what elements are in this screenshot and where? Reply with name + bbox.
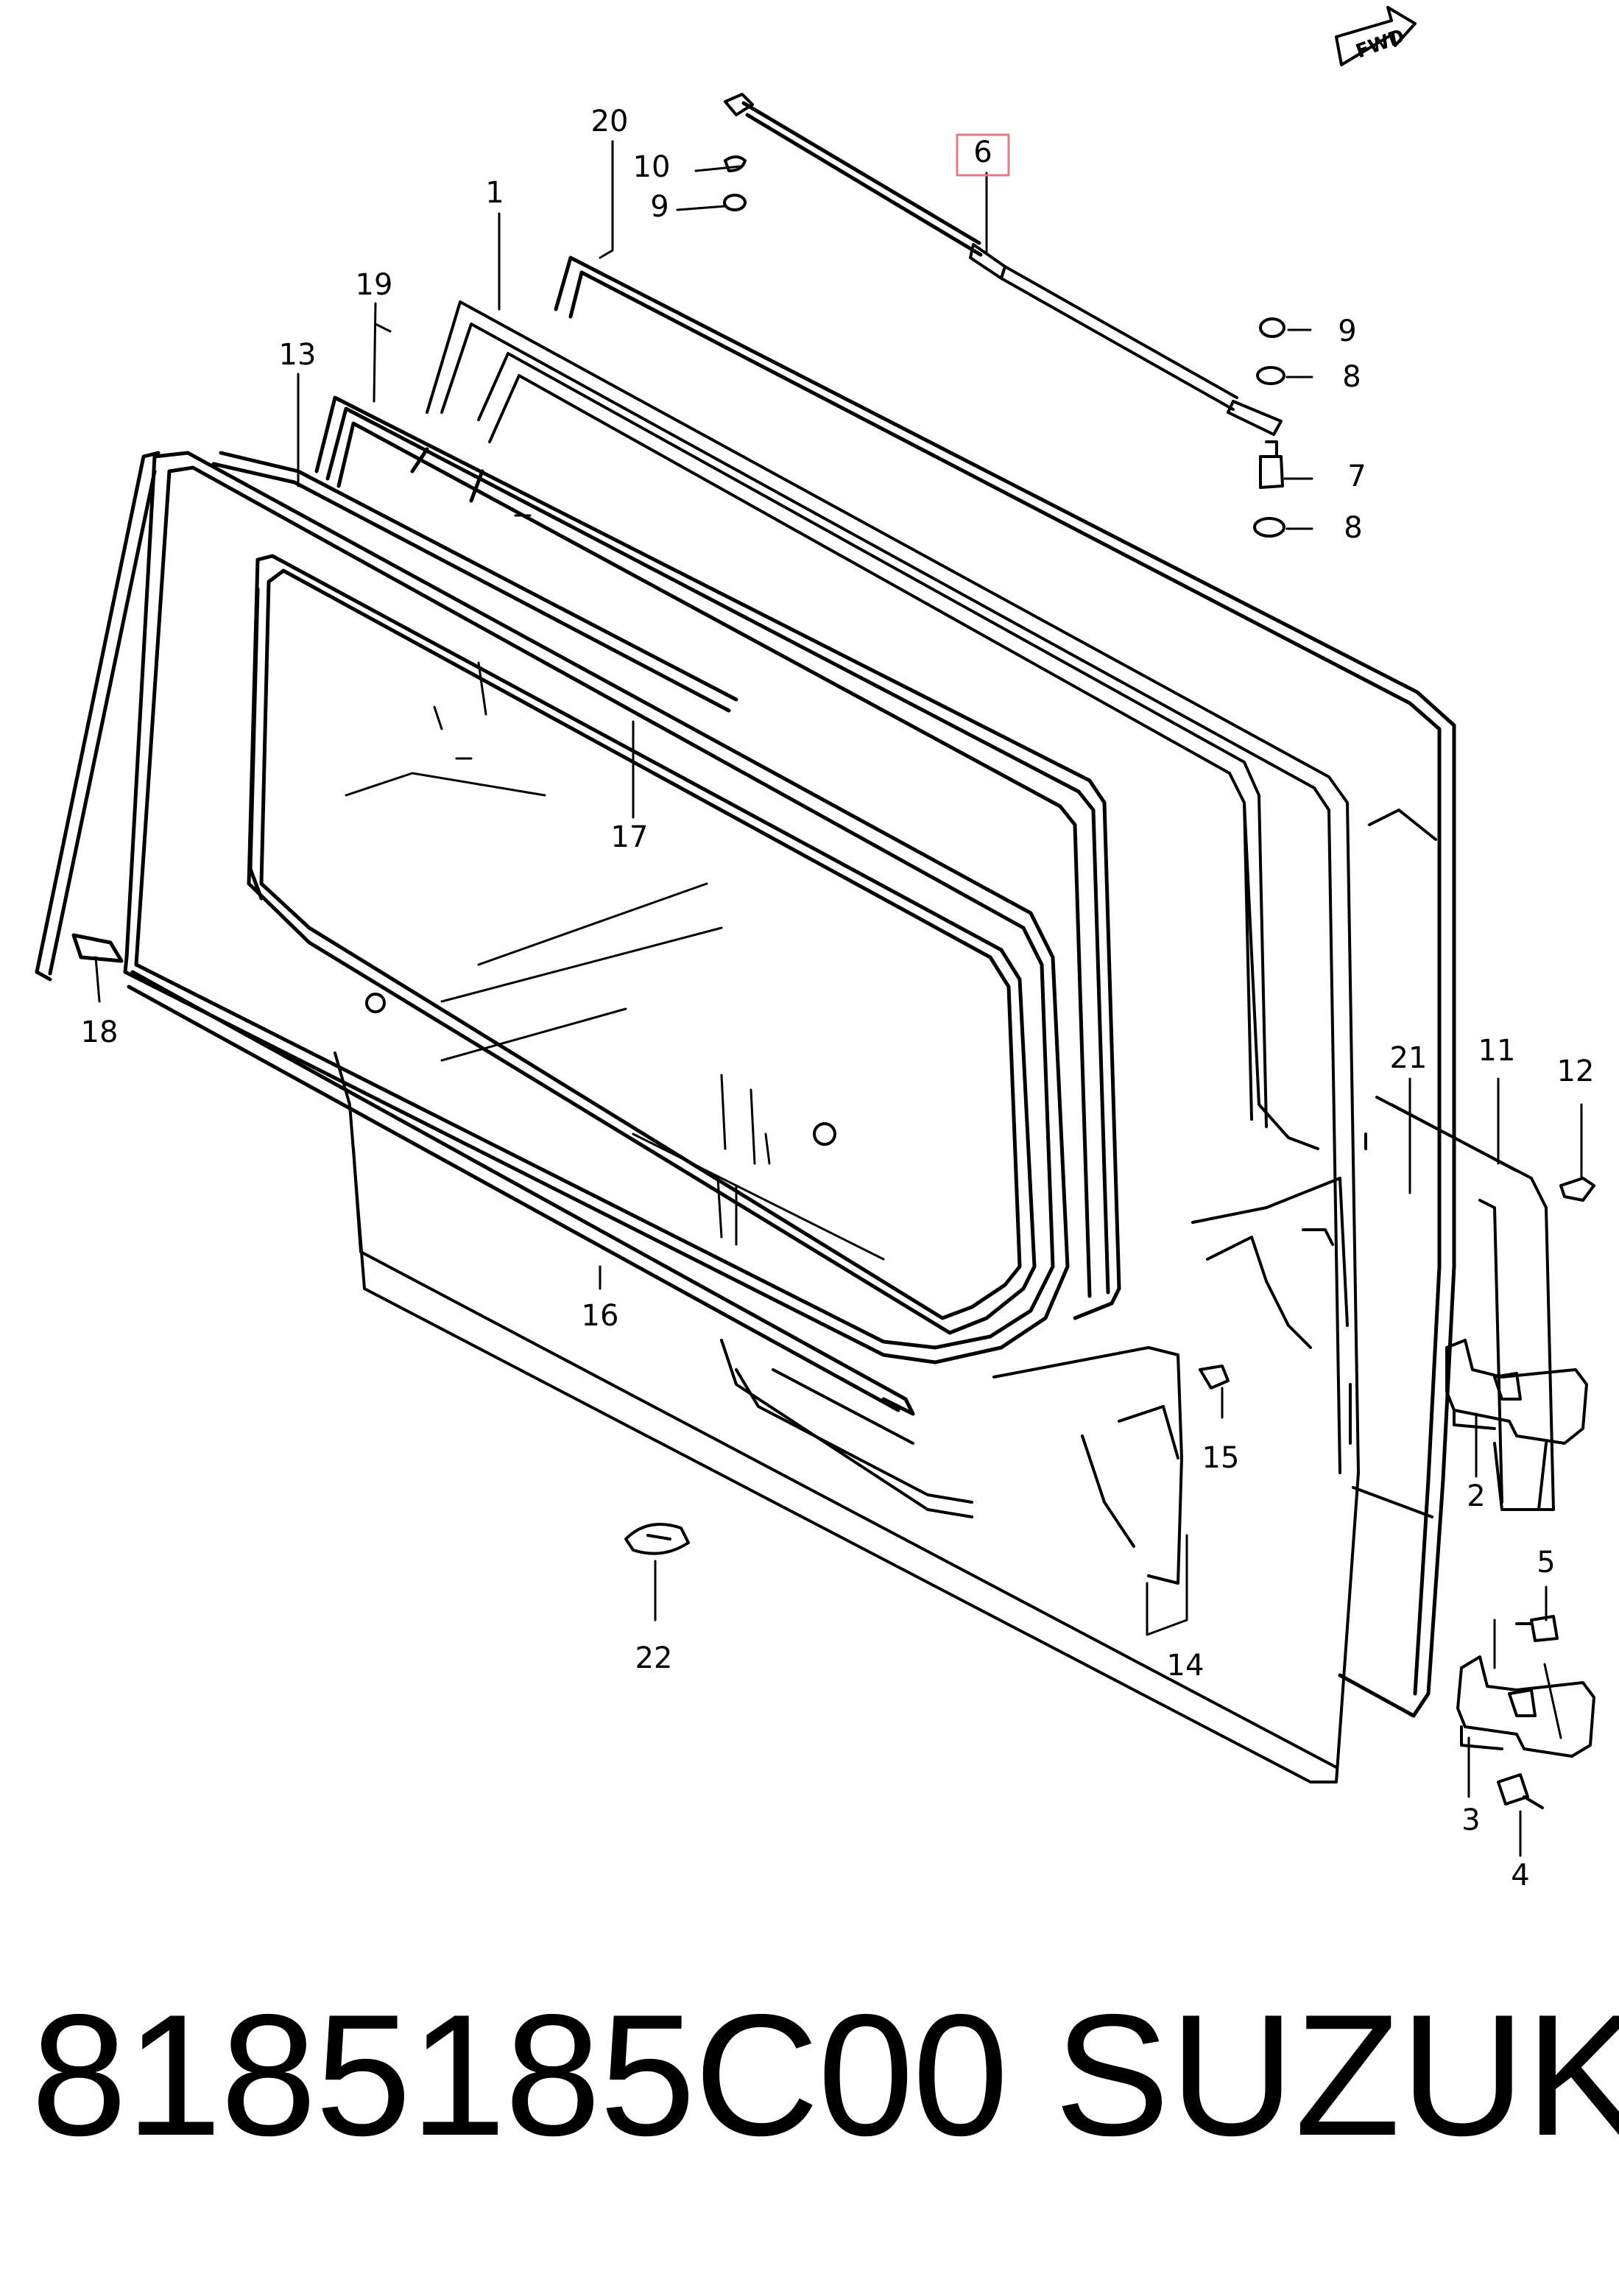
- footer: [0, 1915, 1619, 2296]
- callout-20: 20: [591, 105, 629, 138]
- callout-9-right: 9: [1338, 314, 1356, 348]
- washer-part-8-lower: [1253, 517, 1285, 538]
- callout-22: 22: [635, 1641, 673, 1675]
- callout-10: 10: [633, 150, 671, 184]
- callout-6: 6: [973, 135, 992, 169]
- callout-15: 15: [1202, 1441, 1240, 1475]
- lower-hinge: [1456, 1655, 1595, 1758]
- back-glass: [314, 395, 1121, 1320]
- part-number: 8185185C00: [31, 1978, 1009, 2172]
- callout-7: 7: [1347, 459, 1366, 493]
- callout-3: 3: [1461, 1803, 1480, 1837]
- bolt-part-4: [1497, 1773, 1544, 1809]
- clip-part-12: [1559, 1177, 1595, 1202]
- grommet-part-22: [624, 1523, 690, 1555]
- leader-lines: [94, 140, 1583, 1857]
- callout-9-left: 9: [650, 190, 669, 224]
- weatherstrip-seal: [554, 256, 1456, 1718]
- door-interior-details: [345, 323, 885, 1261]
- hinge-bracket: [1375, 1096, 1555, 1511]
- callout-21: 21: [1390, 1041, 1428, 1075]
- bolt-hole-2: [813, 1122, 836, 1146]
- back-door-panel: [334, 300, 1437, 1783]
- callout-17: 17: [611, 820, 649, 854]
- callout-12: 12: [1557, 1054, 1595, 1088]
- washer-part-9-left: [723, 194, 747, 211]
- clip-part-15: [1199, 1364, 1230, 1390]
- bolt-part-7: [1259, 440, 1284, 489]
- callout-13: 13: [279, 338, 317, 372]
- parts-diagram: FWD 6 20 10 9 1 19 13 9 8 7 8 17 18 16 2…: [35, 6, 1595, 1892]
- washer-part-8-upper: [1256, 366, 1285, 385]
- callout-5: 5: [1537, 1546, 1555, 1580]
- forward-arrow-icon: [1335, 6, 1417, 66]
- callout-4: 4: [1511, 1859, 1529, 1892]
- lower-molding: [127, 970, 915, 1416]
- window-opening: [247, 554, 1037, 1335]
- gas-strut: [724, 93, 1283, 436]
- callout-19: 19: [356, 268, 393, 302]
- callout-11: 11: [1478, 1034, 1516, 1068]
- glass-molding-outer: [123, 451, 1070, 1364]
- side-weatherstrip: [35, 451, 161, 982]
- callout-1: 1: [485, 176, 504, 210]
- highlight-box-part-6: [956, 133, 1010, 177]
- callout-2: 2: [1467, 1479, 1485, 1513]
- nut-part-10: [724, 155, 747, 172]
- nut-part-9-right: [1259, 317, 1285, 338]
- callout-18: 18: [81, 1015, 119, 1049]
- brand-name: SUZUKI: [1054, 1978, 1619, 2172]
- callout-16: 16: [582, 1299, 619, 1333]
- bolt-hole-1: [365, 993, 386, 1013]
- callout-8-lower: 8: [1344, 511, 1362, 545]
- callout-8-upper: 8: [1342, 360, 1361, 394]
- bolt-part-5: [1515, 1615, 1559, 1642]
- callout-14: 14: [1167, 1649, 1204, 1683]
